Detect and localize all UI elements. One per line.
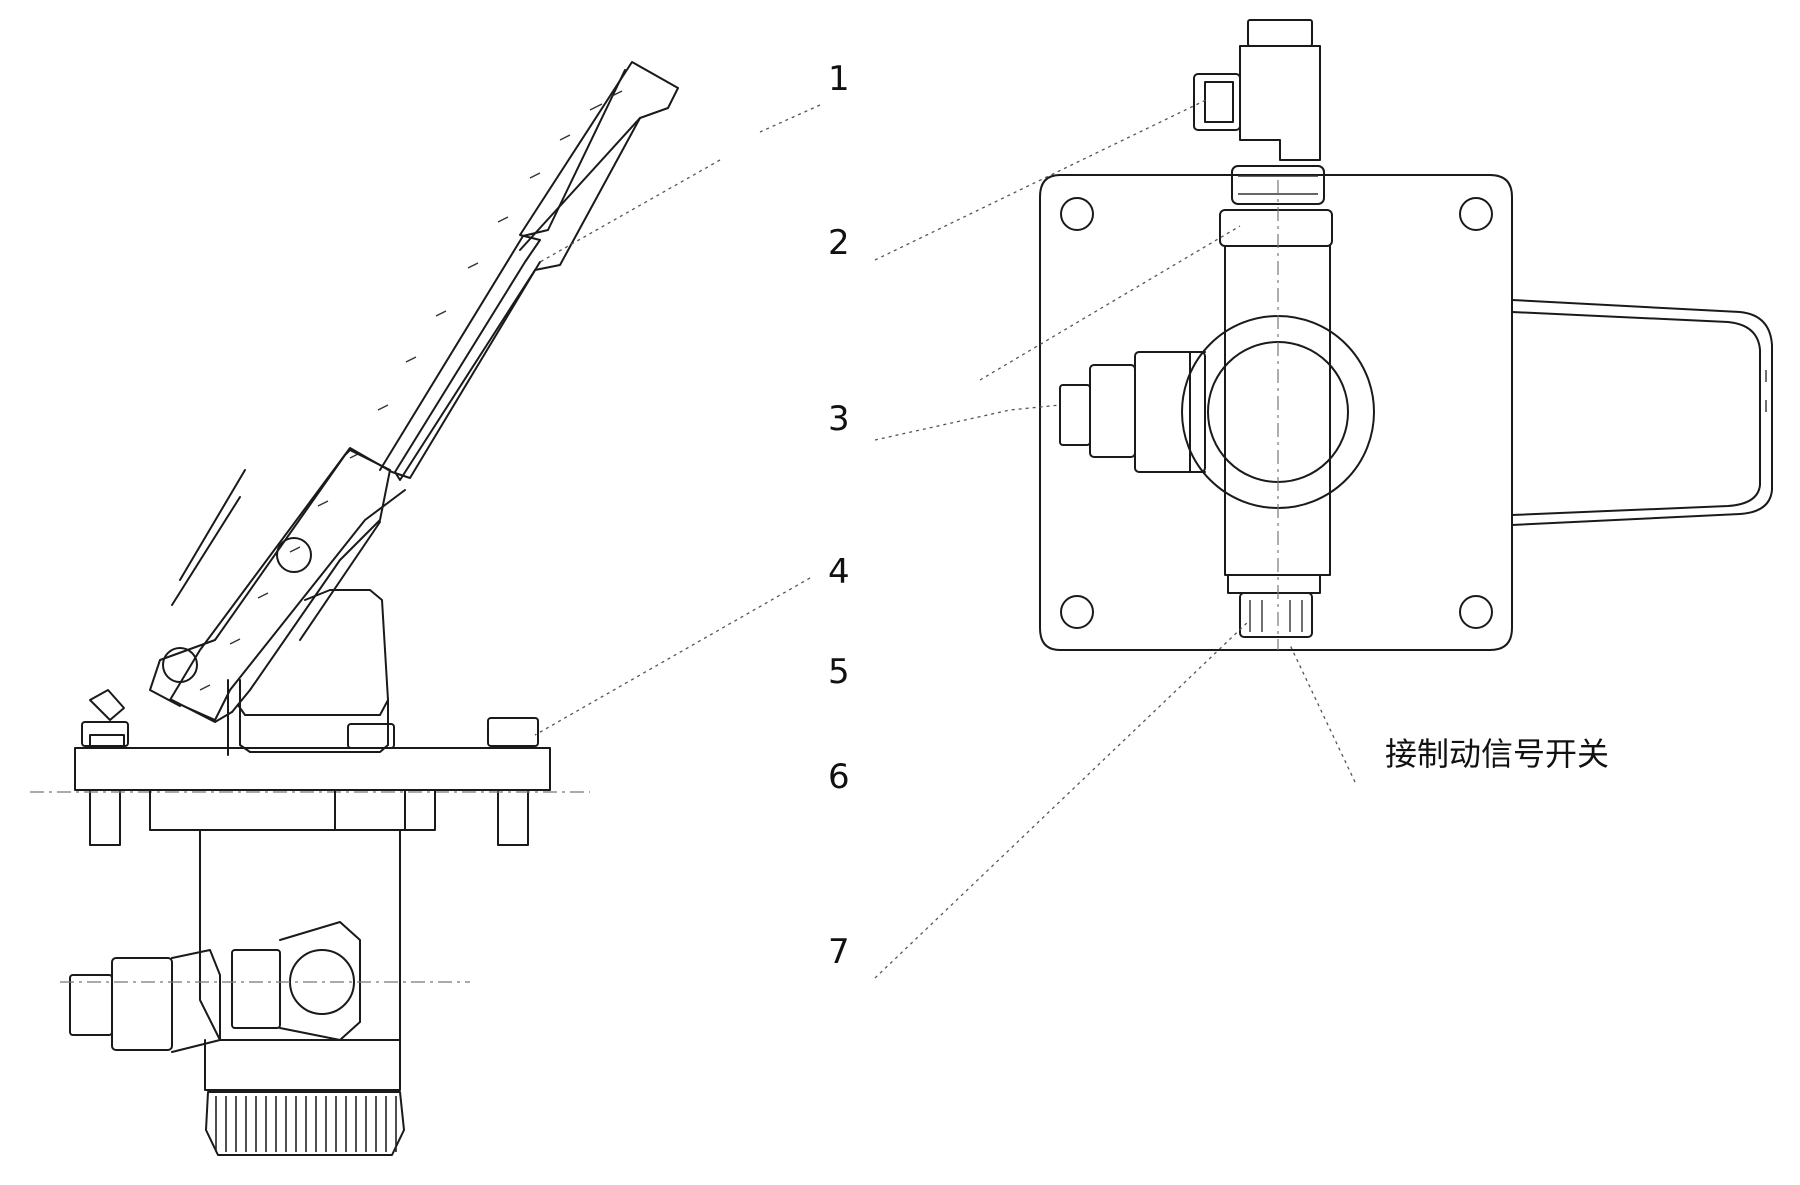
- link-rod: [89, 689, 125, 721]
- callout-3: 3: [828, 399, 850, 439]
- mounting-flange: [74, 747, 551, 791]
- top-fitting: [1193, 19, 1333, 247]
- callout-1: 1: [828, 59, 850, 99]
- pedal-support: [227, 589, 389, 756]
- leader-lines: [534, 99, 1356, 979]
- port-fitting-left: [69, 949, 221, 1053]
- pedal-arm: [149, 61, 679, 723]
- top-view: [1039, 19, 1773, 651]
- mount-hole-bl: [1060, 595, 1094, 629]
- signal-switch-label: 接制动信号开关: [1385, 735, 1610, 773]
- pivot-bolt-lower: [162, 647, 198, 683]
- pivot-bolt-upper: [276, 537, 312, 573]
- pedal-top: [1511, 299, 1773, 526]
- callout-4: 4: [828, 552, 850, 592]
- flange-bolts: [81, 717, 539, 846]
- callout-6: 6: [828, 757, 850, 797]
- side-port-top: [1059, 351, 1206, 473]
- signal-switch-fitting: [1227, 574, 1321, 638]
- body-step: [149, 789, 436, 831]
- side-view: [30, 61, 679, 1156]
- port-fitting-front: [231, 921, 361, 1041]
- mount-hole-tr: [1459, 197, 1493, 231]
- knurled-cap: [205, 1091, 405, 1156]
- callout-5: 5: [828, 652, 850, 692]
- callout-2: 2: [828, 223, 850, 263]
- callout-7: 7: [828, 932, 850, 972]
- mount-hole-br: [1459, 595, 1493, 629]
- mount-hole-tl: [1060, 197, 1094, 231]
- base-plate: [1039, 174, 1513, 651]
